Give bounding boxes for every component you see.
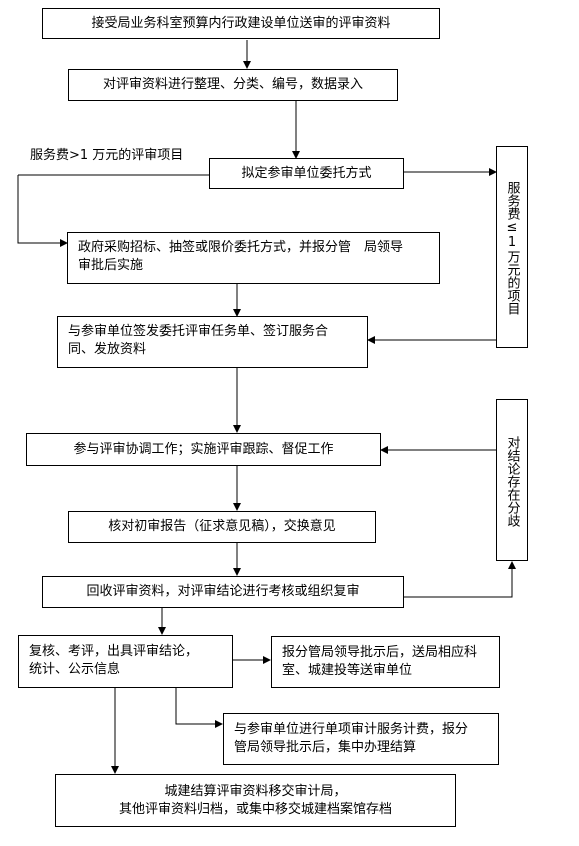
node-organize-materials: 对评审资料进行整理、分类、编号，数据录入 (68, 69, 398, 101)
node-verify-preliminary-report: 核对初审报告（征求意见稿），交换意见 (68, 511, 376, 543)
node-government-procurement: 政府采购招标、抽签或限价委托方式，并报分管 局领导 审批后实施 (67, 232, 440, 284)
node-service-billing: 与参审单位进行单项审计服务计费，报分 管局领导批示后，集中办理结算 (223, 713, 499, 765)
node-small-fee-projects: 服务费≤1万元的项目 (496, 146, 528, 348)
label-large-fee-projects: 服务费>1 万元的评审项目 (30, 148, 184, 163)
node-commission-method: 拟定参审单位委托方式 (209, 158, 404, 189)
node-coordinate-review: 参与评审协调工作；实施评审跟踪、督促工作 (26, 433, 381, 466)
arrow-review-to-billing (175, 688, 223, 728)
node-dispute-on-conclusion: 对结论存在分歧 (496, 399, 528, 561)
node-receive-materials: 接受局业务科室预算内行政建设单位送审的评审资料 (42, 8, 440, 39)
arrow-recover-to-dispute (404, 561, 516, 598)
node-archive-materials: 城建结算评审资料移交审计局， 其他评审资料归档，或集中移交城建档案馆存档 (55, 774, 456, 827)
node-recover-materials: 回收评审资料，对评审结论进行考核或组织复审 (42, 576, 404, 608)
node-report-to-leaders: 报分管局领导批示后，送局相应科 室、城建投等送审单位 (271, 636, 500, 688)
node-review-conclusion: 复核、考评，出具评审结论， 统计、公示信息 (18, 635, 233, 688)
node-sign-commission: 与参审单位签发委托评审任务单、签订服务合 同、发放资料 (57, 316, 368, 368)
arrow-large-fee-branch (17, 175, 68, 247)
